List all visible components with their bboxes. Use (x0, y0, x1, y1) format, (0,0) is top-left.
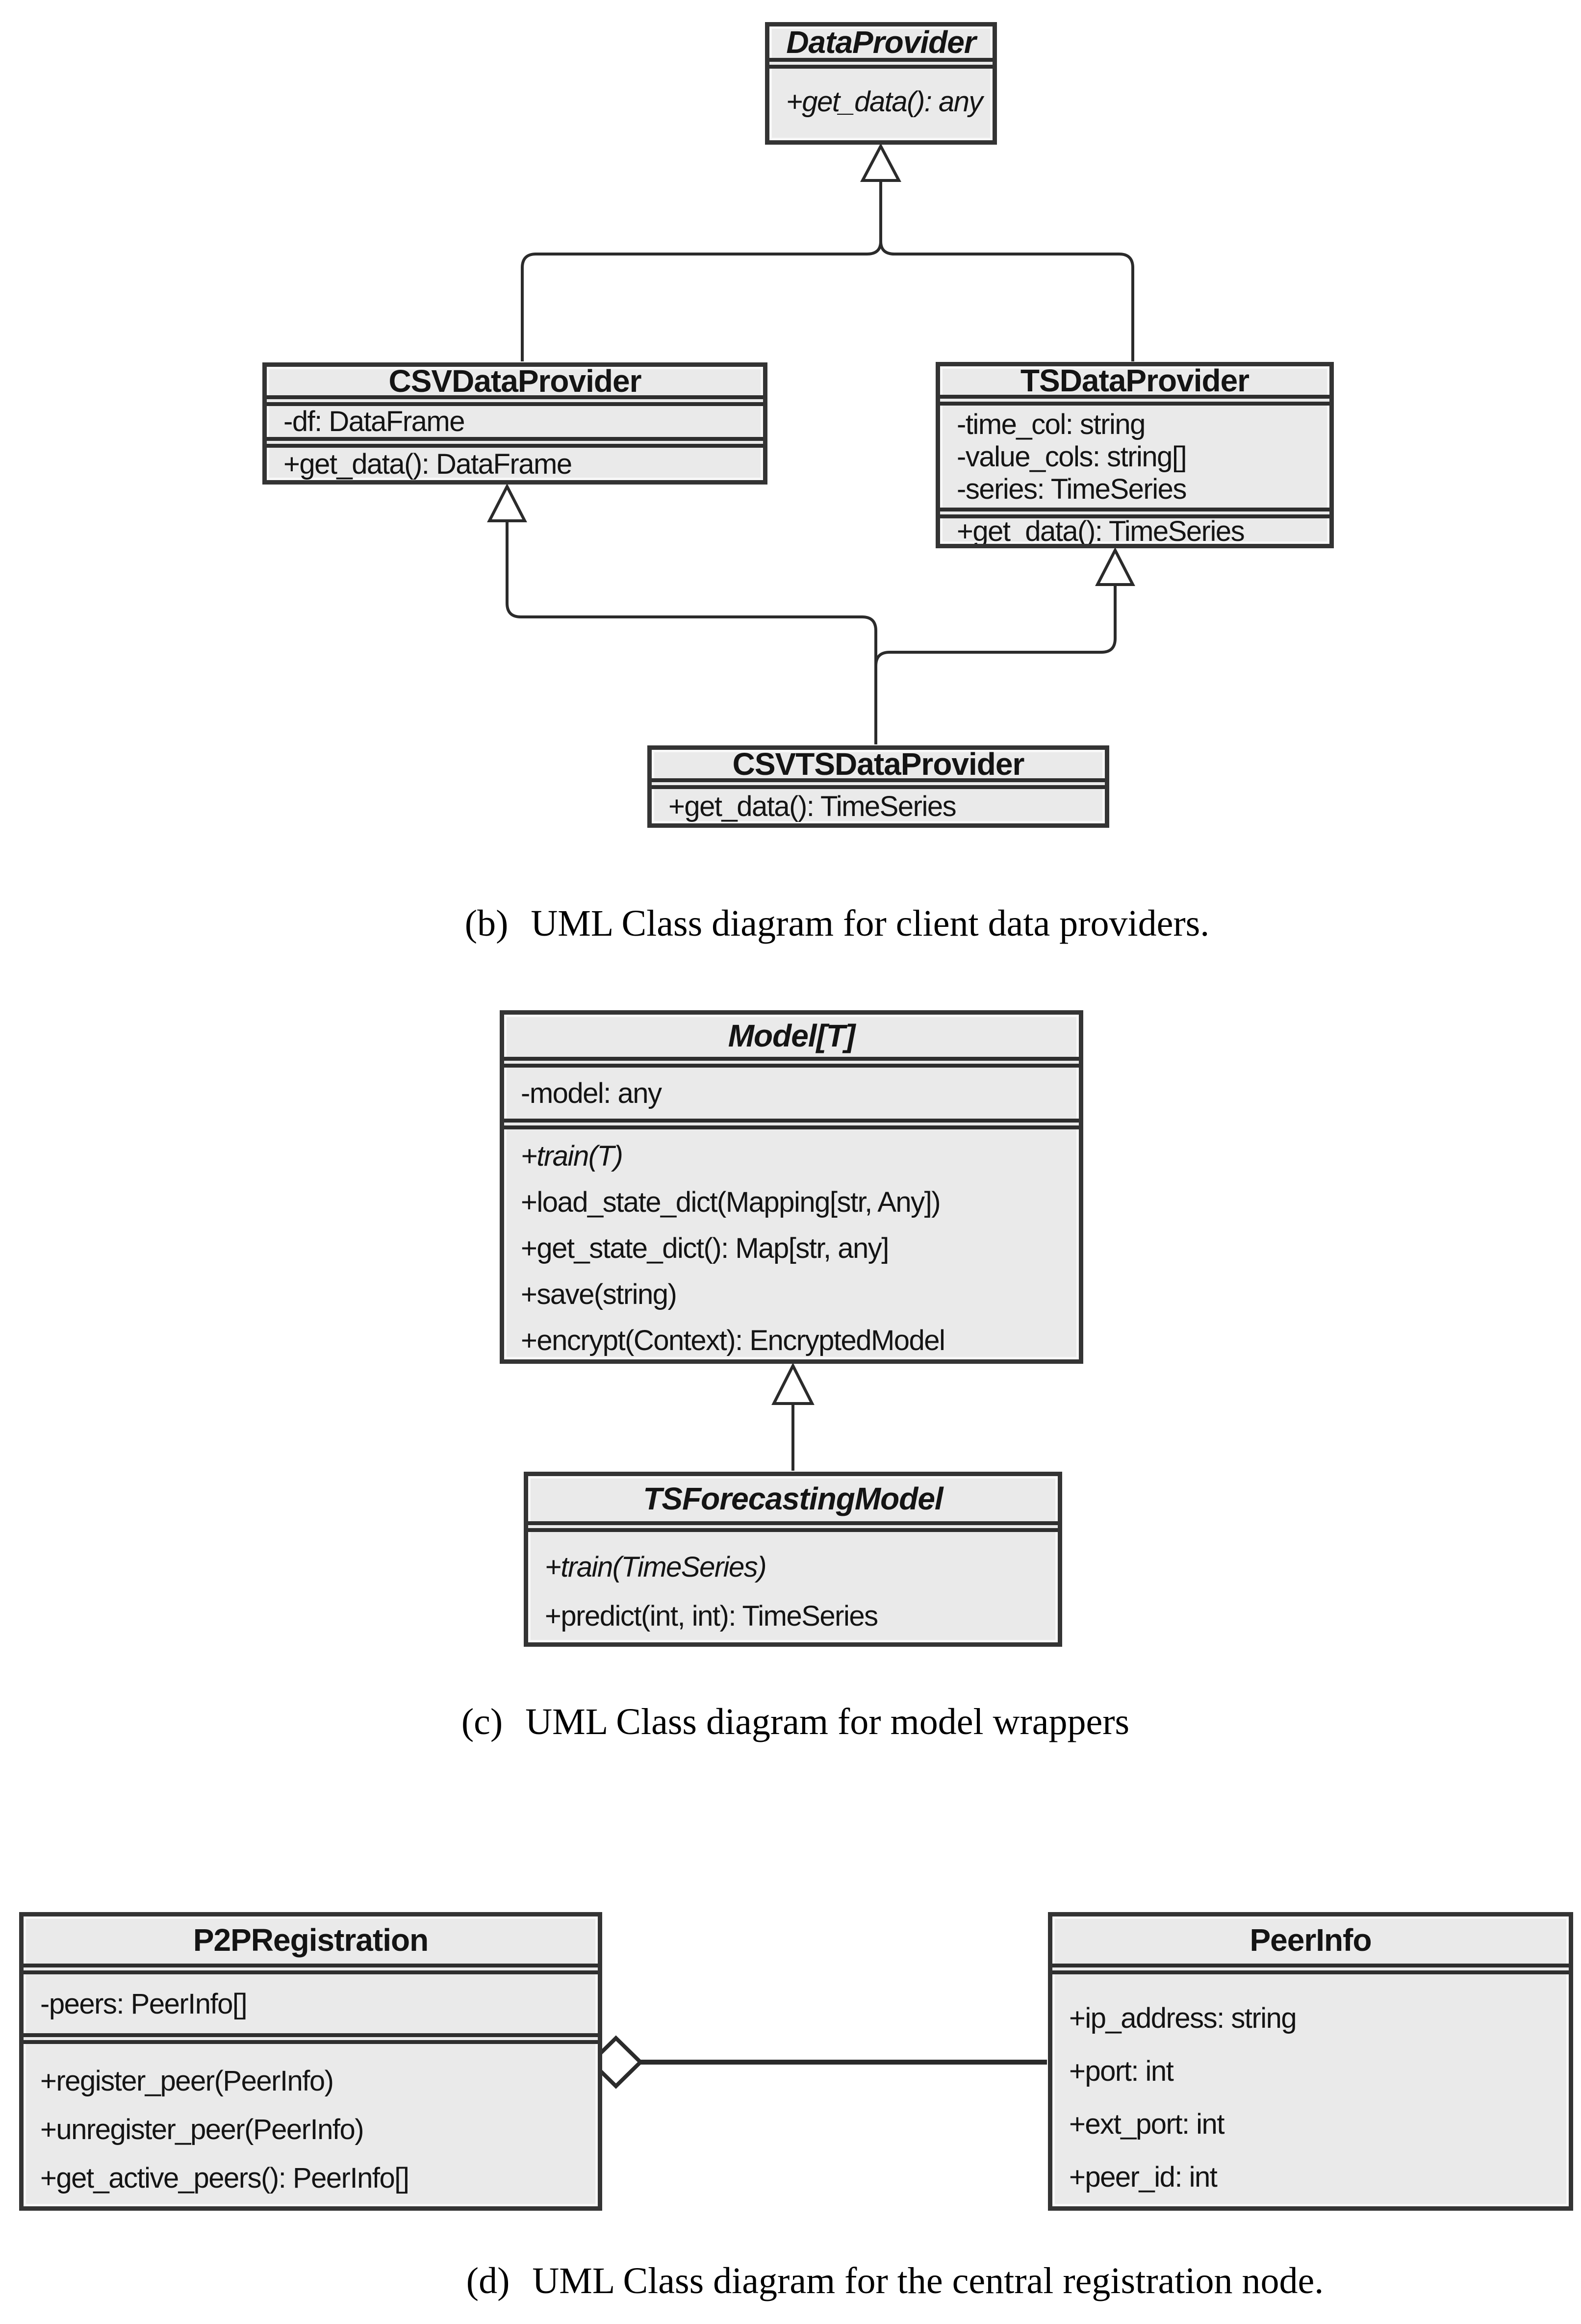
class-title: PeerInfo (1250, 1922, 1372, 1958)
uml-method: +unregister_peer(PeerInfo) (40, 2114, 364, 2145)
compartment-separator (24, 2033, 598, 2044)
inheritance-line-csv-to-dataprovider (521, 180, 882, 361)
compartment-separator (267, 437, 763, 448)
uml-attribute: -value_cols: string[] (957, 441, 1187, 473)
uml-method: +predict(int, int): TimeSeries (545, 1600, 878, 1632)
class-box-p2pregistration: P2PRegistration -peers: PeerInfo[] +regi… (19, 1912, 602, 2211)
compartment-separator (940, 508, 1329, 518)
uml-attribute: +ip_address: string (1069, 2002, 1297, 2034)
compartment-separator (652, 778, 1105, 789)
uml-method: +get_state_dict(): Map[str, any] (521, 1232, 889, 1264)
class-box-model: Model[T] -model: any +train(T) +load_sta… (500, 1010, 1083, 1364)
uml-attribute: +peer_id: int (1069, 2161, 1218, 2193)
caption-label: (d) (466, 2260, 510, 2301)
class-box-peerinfo: PeerInfo +ip_address: string +port: int … (1048, 1912, 1573, 2211)
uml-method: +get_data(): DataFrame (283, 448, 572, 480)
class-title: CSVDataProvider (388, 363, 642, 399)
caption-c: (c) UML Class diagram for model wrappers (418, 1701, 1173, 1743)
uml-method: +get_data(): any (786, 86, 983, 118)
uml-method: +encrypt(Context): EncryptedModel (521, 1325, 945, 1356)
inheritance-arrow-icon (771, 1362, 815, 1405)
uml-attribute: +port: int (1069, 2055, 1174, 2087)
uml-method: +get_data(): TimeSeries (668, 790, 957, 822)
compartment-separator (504, 1057, 1079, 1068)
uml-method: +save(string) (521, 1278, 677, 1310)
class-box-csvtsdataprovider: CSVTSDataProvider +get_data(): TimeSerie… (647, 745, 1109, 828)
compartment-separator (267, 395, 763, 406)
uml-method: +get_data(): TimeSeries (957, 518, 1245, 544)
class-box-csvdataprovider: CSVDataProvider -df: DataFrame +get_data… (262, 362, 767, 485)
class-box-tsforecastingmodel: TSForecastingModel +train(TimeSeries) +p… (524, 1472, 1062, 1647)
uml-method: +train(T) (521, 1140, 623, 1172)
inheritance-arrow-icon (1095, 547, 1135, 586)
uml-method: +get_active_peers(): PeerInfo[] (40, 2162, 409, 2194)
uml-attribute: +ext_port: int (1069, 2108, 1224, 2140)
compartment-separator (504, 1119, 1079, 1129)
compartment-separator (940, 395, 1329, 406)
class-title: CSVTSDataProvider (732, 746, 1025, 782)
inheritance-line-ts-to-dataprovider (879, 180, 1134, 361)
class-box-tsdataprovider: TSDataProvider -time_col: string -value_… (936, 362, 1334, 548)
compartment-separator (1052, 1964, 1569, 1974)
uml-attribute: -time_col: string (957, 409, 1146, 440)
caption-text: UML Class diagram for model wrappers (525, 1701, 1130, 1742)
inheritance-arrow-icon (487, 483, 527, 522)
compartment-separator (24, 1964, 598, 1974)
caption-text: UML Class diagram for the central regist… (532, 2260, 1324, 2301)
inheritance-arrow-icon (860, 143, 901, 182)
uml-method: +register_peer(PeerInfo) (40, 2065, 334, 2097)
uml-attribute: -series: TimeSeries (957, 473, 1187, 505)
caption-label: (c) (461, 1701, 503, 1742)
uml-attribute: -df: DataFrame (283, 406, 465, 437)
class-box-dataprovider: DataProvider +get_data(): any (765, 22, 997, 145)
class-title: TSDataProvider (1020, 363, 1250, 398)
caption-label: (b) (464, 903, 509, 944)
compartment-separator (769, 58, 993, 69)
caption-d: (d) UML Class diagram for the central reg… (418, 2260, 1372, 2302)
class-title: Model[T] (728, 1018, 856, 1053)
class-title: DataProvider (786, 25, 976, 60)
caption-text: UML Class diagram for client data provid… (531, 903, 1210, 944)
uml-method: +train(TimeSeries) (545, 1551, 767, 1583)
class-title: P2PRegistration (193, 1922, 429, 1958)
class-title: TSForecastingModel (643, 1481, 943, 1516)
uml-method: +load_state_dict(Mapping[str, Any]) (521, 1186, 941, 1218)
uml-attribute: -peers: PeerInfo[] (40, 1988, 248, 2020)
caption-b: (b) UML Class diagram for client data pro… (423, 902, 1251, 945)
aggregation-diamond-icon (588, 2035, 643, 2089)
inheritance-line-csvts-to-ts (874, 585, 1117, 744)
inheritance-line-csvts-to-csv (506, 521, 877, 744)
compartment-separator (528, 1521, 1058, 1532)
uml-attribute: -model: any (521, 1077, 662, 1109)
